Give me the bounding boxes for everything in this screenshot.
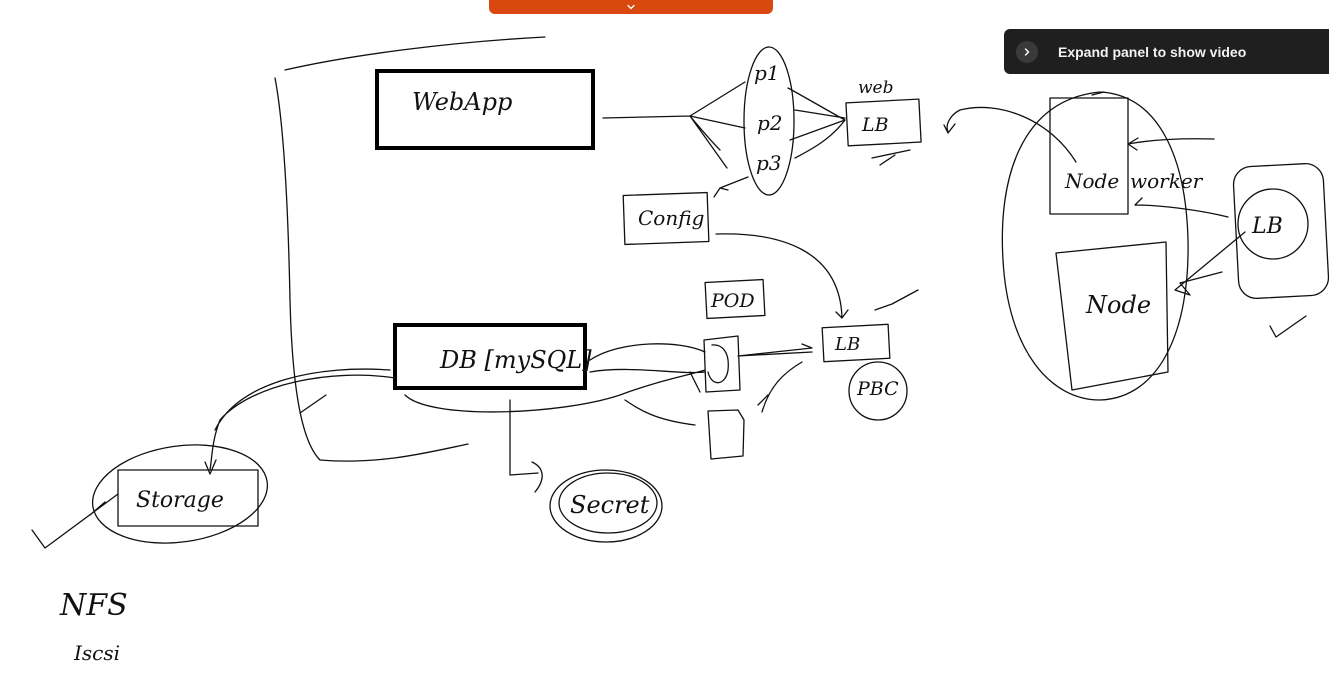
- web-label: web: [858, 78, 894, 98]
- external-lb-circle: [1237, 188, 1309, 260]
- lb-to-node2-arrow: [1174, 231, 1246, 296]
- web-lb-box: [845, 98, 922, 147]
- db-to-secret-arrow: [509, 399, 543, 493]
- pod-label: POD: [710, 290, 755, 312]
- config-label: Config: [638, 206, 704, 230]
- lb-to-node1-arrow-top: [1127, 137, 1215, 151]
- webapp-label: WebApp: [412, 88, 512, 116]
- db-lb-box: [821, 323, 891, 363]
- volume-connector: [624, 399, 696, 426]
- node-2-label: Node: [1085, 291, 1151, 319]
- pbc-circle: [848, 361, 908, 421]
- pods-to-lb-connector: [787, 87, 846, 159]
- node-2-box: [1055, 241, 1169, 391]
- storage-tick: [299, 394, 327, 414]
- storage-box: [117, 469, 259, 527]
- storage-check: [31, 493, 119, 549]
- p3-to-config-arrow: [713, 176, 749, 198]
- toolbar-collapse-tab[interactable]: [489, 0, 773, 14]
- pod-p2-label: p2: [757, 111, 783, 135]
- external-lb-box: [1232, 163, 1329, 299]
- db-box: [393, 323, 587, 390]
- db-lb-arrow: [757, 361, 803, 413]
- secret-ellipse-outer: [549, 469, 663, 543]
- webapp-to-pods-connector: [602, 81, 746, 169]
- pods-group-ellipse: [743, 46, 795, 196]
- external-lb-check: [1269, 315, 1307, 338]
- storage-ellipse: [91, 444, 269, 544]
- storage-label: Storage: [136, 488, 224, 513]
- nfs-label: NFS: [59, 588, 128, 623]
- worker-label: worker: [1130, 169, 1204, 193]
- db-to-storage-arrow: [204, 368, 396, 475]
- secret-ellipse-inner: [558, 472, 658, 534]
- cluster-boundary-stroke: [274, 36, 546, 462]
- db-label: DB [mySQL]: [439, 346, 592, 374]
- expand-video-panel[interactable]: Expand panel to show video: [1004, 29, 1329, 74]
- node-1-box: [1049, 97, 1129, 215]
- node-to-web-lb-arrow: [943, 106, 1077, 163]
- db-lb-check: [874, 289, 919, 311]
- pbc-label: PBC: [856, 378, 899, 400]
- pod-cluster-scribble: [689, 335, 813, 393]
- web-lb-label: LB: [861, 114, 889, 136]
- db-lb-label: LB: [834, 334, 860, 355]
- lb-to-node1-arrow-bottom: [1134, 197, 1229, 218]
- volume-doc-shape: [707, 409, 745, 460]
- node-1-label: Node: [1064, 169, 1119, 193]
- secret-label: Secret: [570, 491, 650, 519]
- expand-panel-label: Expand panel to show video: [1058, 43, 1247, 60]
- pod-box: [704, 278, 766, 320]
- config-to-lb-arrow: [715, 233, 849, 319]
- chevron-down-icon: [627, 4, 635, 10]
- chevron-right-icon: [1024, 47, 1030, 56]
- pod-p1-label: p1: [754, 61, 780, 85]
- webapp-box: [375, 69, 595, 150]
- db-to-pod-connector: [404, 343, 706, 413]
- worker-cluster-outline: [1001, 91, 1189, 401]
- node-1-top-tick: [1091, 91, 1105, 96]
- iscsi-label: Iscsi: [73, 641, 120, 665]
- config-box: [622, 191, 710, 246]
- pod-p3-label: p3: [756, 151, 782, 175]
- external-lb-label: LB: [1251, 214, 1283, 239]
- expand-panel-button[interactable]: [1016, 40, 1038, 63]
- web-lb-check: [871, 149, 911, 166]
